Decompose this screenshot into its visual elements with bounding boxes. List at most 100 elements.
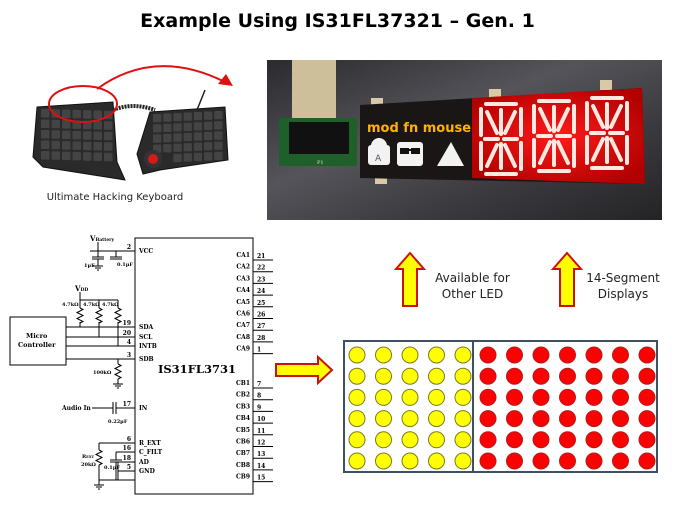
key [104,142,113,151]
red-led [638,346,656,364]
yellow-led [454,452,472,470]
key [193,112,203,121]
micro-controller-box [9,316,67,366]
pin-number: 6 [127,436,131,443]
curved-arrow [96,65,226,90]
yellow-led [348,452,366,470]
slide-title: Example Using IS31FL37321 – Gen. 1 [140,10,535,32]
yellow-led [375,367,392,385]
pin-name: CA5 [236,299,250,306]
key [83,131,92,140]
yellow-led [375,410,392,428]
key [62,141,71,150]
red-led [638,410,656,428]
red-led [506,367,523,385]
red-led [559,346,576,364]
red-led [559,410,576,428]
yellow-led [454,367,472,385]
pin-name: CB4 [236,415,250,422]
pin-number: 15 [257,475,265,482]
key [173,133,182,142]
red-led [585,346,603,364]
key [214,121,223,130]
pin-name: CA1 [236,252,250,259]
ribbon-cable [292,60,336,125]
pin-number: 20 [123,330,131,337]
red-led [585,431,603,449]
key [173,153,182,163]
key [83,141,92,151]
yellow-led [428,431,445,449]
curved-arrow-head [218,74,233,86]
r-ext-label: REXT [82,454,95,460]
pin-name: INTB [139,343,157,350]
key [93,110,102,119]
yellow-led [348,388,366,406]
v-battery-label: VBattery [89,234,115,243]
cap-audio-label: 0.22µF [108,419,128,425]
key [173,143,182,152]
red-led [612,452,629,470]
red-led [479,388,497,406]
up-arrow-segment [550,251,584,307]
key [183,112,192,121]
red-led [479,410,497,428]
yellow-led [428,346,445,364]
pin-number: 24 [257,288,265,295]
key [183,132,192,142]
segment [538,140,552,165]
up-arrow-other-led [393,251,427,307]
v-dd-label: VDD [74,284,88,293]
lock-icon: A [368,138,390,165]
yellow-led [401,410,419,428]
cap-01uf-label: 0.1µF [117,262,133,268]
sunglasses-icon [397,142,423,166]
right-arrow [275,355,334,385]
red-led [638,452,656,470]
pin-number: 26 [257,312,265,319]
segment [538,107,552,132]
red-led [506,431,523,449]
pullup-label-3: 4.7kΩ [102,302,119,308]
label-other-led: Available for Other LED [425,270,520,302]
key [104,152,113,162]
red-led [479,452,497,470]
pin-number: 5 [127,464,131,471]
r-ext-value: 20kΩ [81,462,96,468]
key [204,111,213,120]
key [51,140,60,150]
key [173,113,182,122]
pin-name: CA7 [236,322,250,329]
pin-name: CB6 [236,439,250,446]
highlight-circle [48,85,118,123]
pin-name: CB7 [236,450,250,457]
pin-name: CB5 [236,427,250,434]
key [214,141,223,150]
key [204,152,213,161]
key [93,152,102,161]
key [204,142,213,151]
key [72,109,81,119]
pin-number: 7 [257,381,261,388]
yellow-led [401,431,419,449]
key [72,130,81,140]
pin-number: 12 [257,440,265,447]
pin-number: 9 [257,404,261,411]
segment [503,143,517,168]
yellow-led [401,367,419,385]
red-led [585,367,603,385]
chip-body [134,237,254,495]
pin-name: CB1 [236,380,250,387]
red-led [532,367,550,385]
red-led [532,410,550,428]
yellow-led [428,452,445,470]
key [204,131,213,141]
segment [485,143,499,168]
pin-name: CB3 [236,403,250,410]
key [62,130,71,140]
key [83,110,92,119]
keyboard-cable [112,104,156,112]
pin-name: CA9 [236,346,250,353]
audio-in-label: Audio In [61,405,91,412]
triangle-icon [437,142,464,166]
